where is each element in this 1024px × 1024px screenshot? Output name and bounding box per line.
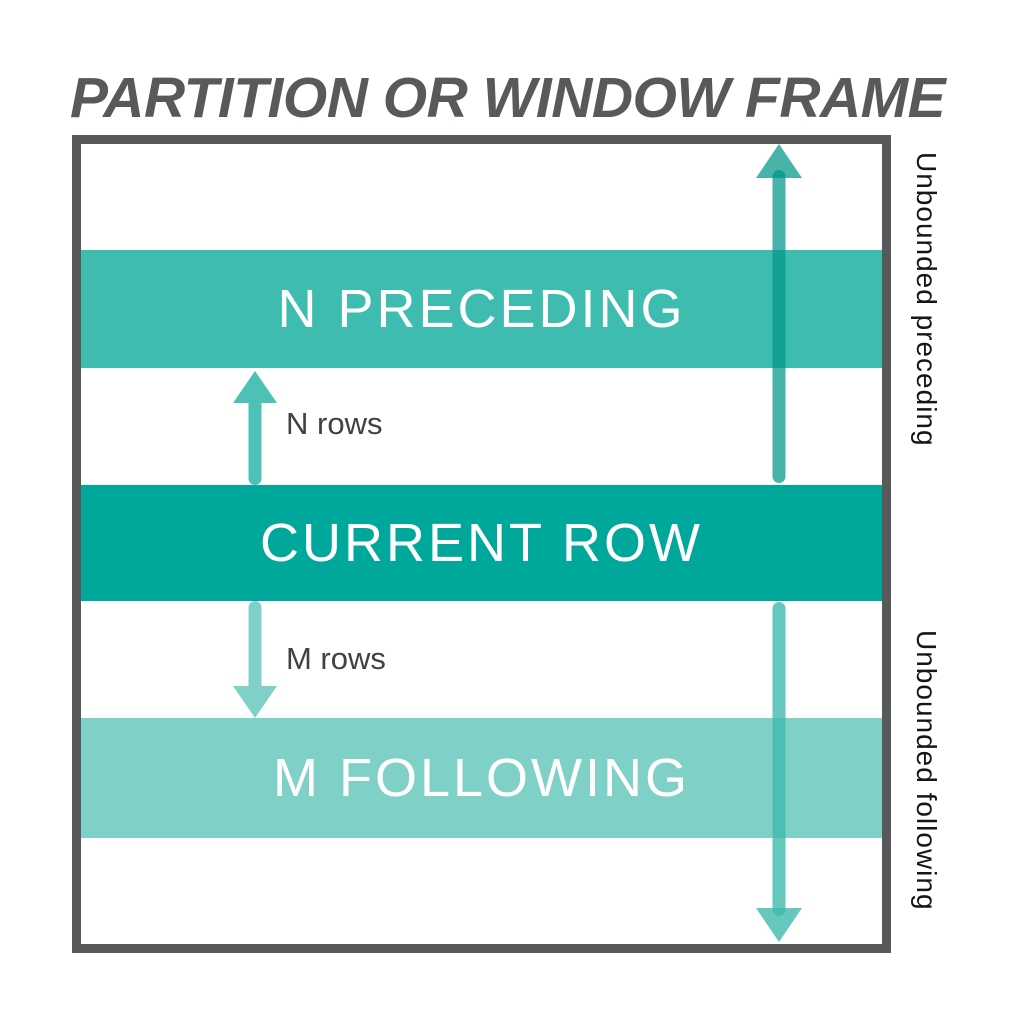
arrow-shaft: [248, 601, 262, 692]
partition-frame-box: [72, 135, 891, 953]
band-current-row-label: CURRENT ROW: [260, 513, 703, 573]
band-n-preceding: N PRECEDING: [81, 250, 882, 368]
unbounded-following-arrow-icon: [756, 602, 802, 942]
page-title: PARTITION OR WINDOW FRAME: [70, 66, 946, 130]
band-current-row: CURRENT ROW: [81, 485, 882, 601]
band-n-preceding-label: N PRECEDING: [277, 279, 686, 339]
arrowhead-down-icon: [756, 908, 802, 942]
m-rows-label: M rows: [286, 641, 386, 676]
unbounded-following-label: Unbounded following: [911, 630, 942, 911]
arrow-shaft: [772, 602, 786, 916]
arrow-shaft: [248, 397, 262, 485]
unbounded-preceding-arrow-icon: [756, 144, 802, 483]
unbounded-preceding-label: Unbounded preceding: [911, 152, 942, 447]
band-m-following: M FOLLOWING: [81, 718, 882, 838]
m-rows-arrow-icon: [233, 601, 277, 718]
n-rows-arrow-icon: [233, 371, 277, 485]
n-rows-label: N rows: [286, 406, 383, 441]
band-m-following-label: M FOLLOWING: [272, 748, 690, 808]
arrowhead-down-icon: [233, 686, 277, 718]
arrow-shaft: [772, 170, 786, 483]
